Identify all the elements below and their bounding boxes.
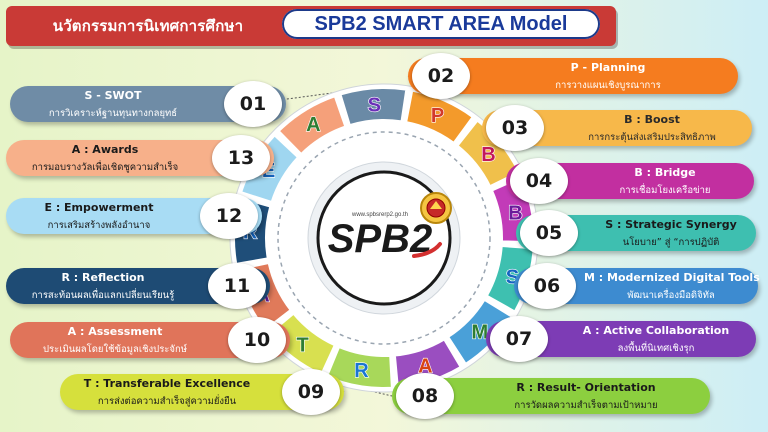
card-description: การส่งต่อความสำเร็จสู่ความยั่งยืน [97, 396, 237, 407]
wheel-letter: T [297, 334, 309, 356]
card-12: 12 E : Empowerment การเสริมสร้างพลังอำนาจ [6, 193, 262, 239]
card-title: E : Empowerment [44, 201, 154, 214]
logo-ring [316, 170, 452, 306]
card-number: 04 [510, 158, 568, 204]
card-number: 12 [200, 193, 258, 239]
card-description: การมอบรางวัลเพื่อเชิดชูความสำเร็จ [31, 162, 179, 173]
card-number: 05 [520, 210, 578, 256]
wheel-segment [325, 345, 393, 389]
card-title: A : Active Collaboration [582, 324, 730, 337]
wheel-letter: B [508, 202, 522, 224]
card-10: 10 A : Assessment ประเมินผลโดยใช้ข้อมูลเชิ… [10, 317, 290, 363]
card-description: การกระตุ้นส่งเสริมประสิทธิภาพ [588, 132, 716, 143]
logo-url: www.spbsrerp2.go.th [351, 212, 408, 218]
card-07: 07 A : Active Collaboration ลงพื้นที่นิเทศ… [486, 316, 756, 362]
card-description: การวิเคราะห์ฐานทุนทางกลยุทธ์ [48, 108, 178, 119]
model-title: SPB2 SMART AREA Model [314, 13, 568, 35]
card-description: ประเมินผลโดยใช้ข้อมูลเชิงประจักษ์ [43, 344, 187, 355]
card-description: ลงพื้นที่นิเทศเชิงรุก [617, 343, 695, 354]
card-01: 01 S - SWOT การวิเคราะห์ฐานทุนทางกลยุทธ์ [10, 81, 286, 127]
card-number: 08 [396, 373, 454, 419]
card-title: B : Boost [624, 113, 680, 126]
card-description: การวัดผลความสำเร็จตามเป้าหมาย [514, 400, 658, 411]
card-title: T : Transferable Excellence [83, 377, 251, 390]
card-title: M : Modernized Digital Tools [584, 271, 760, 284]
card-08: 08 R : Result- Orientation การวัดผลความสำเ… [392, 373, 710, 419]
card-number: 10 [228, 317, 286, 363]
card-number: 13 [212, 135, 270, 181]
card-description: การสะท้อนผลเพื่อแลกเปลี่ยนเรียนรู้ [31, 290, 175, 301]
card-number: 03 [486, 105, 544, 151]
wheel-dashed-ring [277, 131, 491, 345]
leader-line [347, 385, 393, 397]
wheel-letter: A [306, 114, 320, 136]
card-title: B : Bridge [634, 166, 696, 179]
card-description: การวางแผนเชิงบูรณาการ [555, 80, 661, 91]
card-11: 11 R : Reflection การสะท้อนผลเพื่อแลกเปลี่… [6, 263, 270, 309]
logo-text: SPB2 [328, 217, 433, 261]
wheel-segment [339, 87, 408, 127]
card-03: 03 B : Boost การกระตุ้นส่งเสริมประสิทธิภาพ [482, 105, 752, 151]
card-06: 06 M : Modernized Digital Tools พัฒนาเครื่… [514, 263, 760, 309]
card-number: 07 [490, 316, 548, 362]
card-description: การเชื่อมโยงเครือข่าย [619, 185, 711, 196]
card-title: P - Planning [570, 61, 646, 74]
wheel-letter: M [472, 322, 489, 344]
card-description: การเสริมสร้างพลังอำนาจ [47, 220, 151, 231]
card-number: 06 [518, 263, 576, 309]
card-title: A : Assessment [67, 325, 163, 338]
card-number: 11 [208, 263, 266, 309]
card-title: R : Result- Orientation [516, 381, 656, 394]
wheel-letter: P [431, 105, 444, 127]
card-09: 09 T : Transferable Excellence การส่งต่อคว… [60, 369, 344, 415]
card-title: R : Reflection [61, 271, 145, 284]
seal-crown-icon [430, 201, 442, 209]
card-title: A : Awards [71, 143, 139, 156]
wheel-segment [277, 95, 347, 156]
logo-swoosh [412, 242, 442, 258]
card-title: S - SWOT [84, 89, 142, 102]
card-number: 09 [282, 369, 340, 415]
card-05: 05 S : Strategic Synergy นโยบาย” สู่ “การป… [516, 210, 756, 256]
card-description: พัฒนาเครื่องมือดิจิทัล [627, 290, 715, 301]
wheel-letter: B [481, 144, 495, 166]
card-02: 02 P - Planning การวางแผนเชิงบูรณาการ [408, 53, 738, 99]
card-number: 01 [224, 81, 282, 127]
card-title: S : Strategic Synergy [605, 218, 737, 231]
wheel-letter: R [354, 360, 369, 382]
card-description: นโยบาย” สู่ “การปฏิบัติ [622, 237, 720, 248]
model-title-pill [282, 9, 600, 39]
card-13: 13 A : Awards การมอบรางวัลเพื่อเชิดชูความส… [6, 135, 274, 181]
card-number: 02 [412, 53, 470, 99]
wheel-letter: S [368, 94, 381, 116]
wheel-letter: A [418, 355, 432, 377]
header-thai-title: นวัตกรรมการนิเทศการศึกษา [52, 17, 244, 35]
card-04: 04 B : Bridge การเชื่อมโยงเครือข่าย [506, 158, 754, 204]
